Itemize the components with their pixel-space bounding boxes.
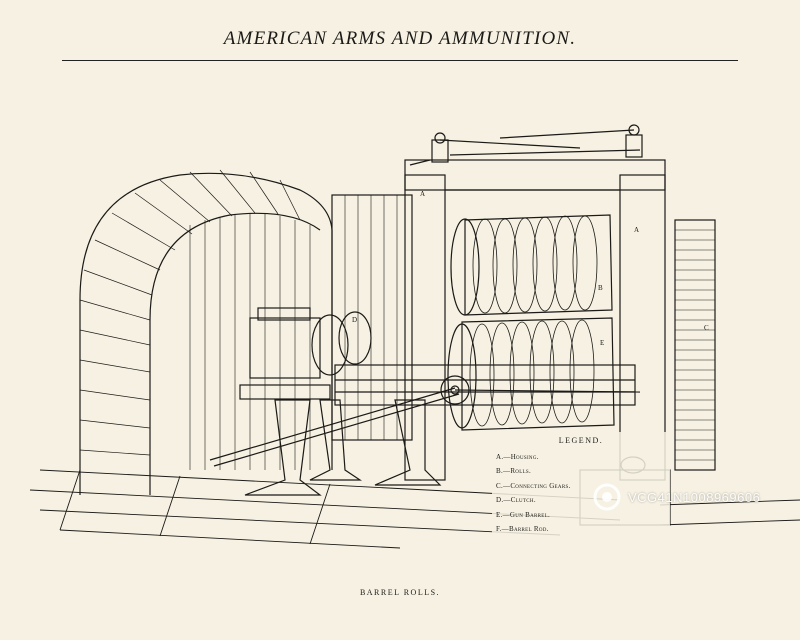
barrel-rod-carriage: [334, 364, 636, 406]
header-rule: [62, 60, 738, 61]
legend-item: E.—Gun Barrel.: [496, 510, 551, 519]
gun-barrel-rod: [209, 387, 641, 467]
legend-item: A.—Housing.: [496, 452, 539, 461]
part-label: C: [704, 324, 709, 332]
figure-caption: BARREL ROLLS.: [359, 588, 441, 597]
clutch-assembly: [239, 307, 372, 400]
part-label: D: [352, 316, 357, 324]
part-label: A: [634, 226, 639, 234]
pedestal-supports: [244, 399, 442, 496]
adjusting-screws: [431, 124, 643, 163]
flywheel: [79, 169, 333, 495]
barrel-rolls-engraving: A A B C D E: [29, 124, 800, 549]
legend-title: LEGEND.: [558, 436, 604, 445]
part-label: A: [420, 190, 425, 198]
legend: LEGEND. A.—Housing. B.—Rolls. C.—Connect…: [492, 432, 670, 539]
floor-planks: [29, 469, 800, 549]
part-label: E: [600, 339, 604, 347]
connecting-gear: [674, 219, 716, 471]
legend-item: D.—Clutch.: [496, 496, 536, 504]
legend-item: F.—Barrel Rod.: [496, 525, 549, 533]
page-header-title: AMERICAN ARMS AND AMMUNITION.: [223, 28, 577, 49]
upper-roll: [450, 214, 613, 316]
housing: [404, 149, 666, 481]
lower-roll: [447, 317, 615, 431]
part-label: B: [598, 284, 603, 292]
back-frame: [331, 194, 413, 441]
legend-item: C.—Connecting Gears.: [496, 481, 571, 490]
legend-item: B.—Rolls.: [496, 467, 532, 475]
